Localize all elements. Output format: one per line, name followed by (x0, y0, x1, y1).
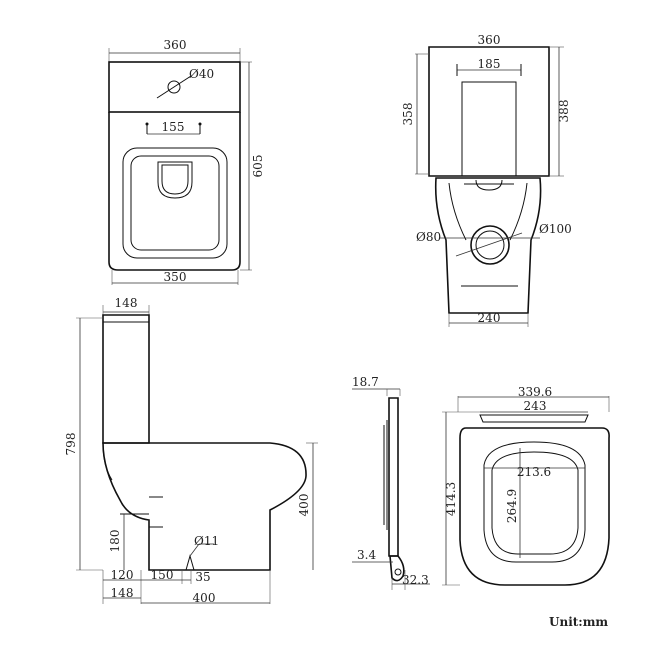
hole-diameter-label: Ø40 (189, 67, 214, 81)
depth-label: 605 (251, 155, 265, 178)
side-base-length-label: 400 (193, 591, 216, 605)
side-total-height-label: 798 (64, 433, 78, 456)
side-tank-depth-label: 148 (115, 296, 138, 310)
side-offset-120-label: 120 (111, 568, 134, 582)
side-offset-150-label: 150 (151, 568, 174, 582)
seat-top-outline-outer (459, 427, 610, 586)
seat-hinge-label: 32.3 (402, 573, 429, 587)
outlet-outer-circle (470, 225, 510, 265)
outlet-diameter-label: Ø100 (539, 222, 572, 236)
bowl-top-outline (108, 112, 241, 271)
side-bowl-height-label: 400 (297, 494, 311, 517)
seat-outer-width-label: 339.6 (518, 385, 552, 399)
bolt-spacing-label: 155 (162, 120, 185, 134)
seat-inner-opening (483, 441, 586, 563)
seat-inner-length-label: 264.9 (505, 489, 519, 523)
side-outlet-height-label: 180 (108, 530, 122, 553)
rear-base-label: 240 (478, 311, 501, 325)
rear-width-label: 360 (478, 33, 501, 47)
seat-profile-outline (388, 397, 399, 557)
inlet-diameter-label: Ø80 (416, 230, 441, 244)
seat-hinge-width-label: 243 (524, 399, 547, 413)
seat-top-outline (122, 147, 228, 259)
seat-thickness-label: 18.7 (352, 375, 379, 389)
side-offset-35-label: 35 (195, 570, 210, 584)
top-width-label: 360 (164, 38, 187, 52)
seat-gap-label: 3.4 (357, 548, 376, 562)
tank-side-outline (102, 314, 150, 444)
seat-top-view: 339.6 243 213.6 264.9 414.3 (442, 385, 610, 586)
seat-inner-width-label: 213.6 (517, 465, 551, 479)
rear-right-height-label: 388 (557, 100, 571, 123)
rear-left-height-label: 358 (401, 103, 415, 126)
top-view: 360 Ø40 155 605 350 (108, 38, 265, 285)
side-view: 148 798 400 180 Ø11 120 (64, 296, 318, 605)
seat-hinge-outline (389, 555, 405, 582)
seat-outer-length-label: 414.3 (444, 482, 458, 516)
unit-label: Unit:mm (549, 615, 608, 629)
seat-side-view: 18.7 3.4 32.3 (352, 375, 430, 590)
tank-top-outline (108, 61, 241, 113)
bowl-side-outline (102, 442, 307, 571)
bottom-width-label: 350 (164, 270, 187, 284)
rear-view: 360 185 358 388 Ø80 Ø100 (401, 33, 572, 327)
rear-bolt-label: 185 (478, 57, 501, 71)
side-tank-depth-bottom-label: 148 (111, 586, 134, 600)
hole-circle (167, 80, 181, 94)
side-fix-hole-label: Ø11 (194, 534, 219, 548)
outlet-inner-circle (475, 230, 505, 260)
